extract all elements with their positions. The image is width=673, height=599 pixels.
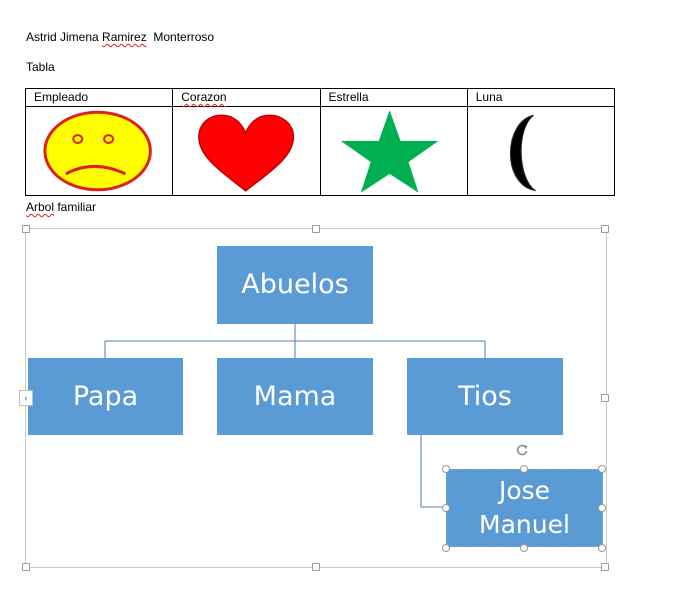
node-resize-handle-bl[interactable]	[442, 544, 450, 552]
node-resize-handle-mr[interactable]	[598, 504, 606, 512]
node-resize-handle-ml[interactable]	[442, 504, 450, 512]
node-jose-manuel[interactable]: Jose Manuel	[446, 469, 603, 547]
node-resize-handle-br[interactable]	[598, 544, 606, 552]
cell-moon[interactable]	[466, 106, 616, 196]
table-title: Tabla	[26, 60, 55, 74]
cell-sad-face[interactable]	[24, 106, 174, 196]
node-abuelos[interactable]: Abuelos	[217, 246, 373, 324]
shapes-table[interactable]: Empleado Corazon Estrella Luna	[24, 88, 616, 196]
canvas-resize-handle-mr[interactable]	[601, 394, 609, 402]
tree-caption: Arbol familiar	[26, 200, 97, 214]
node-resize-handle-tc[interactable]	[520, 465, 528, 473]
node-resize-handle-tl[interactable]	[442, 465, 450, 473]
star-icon[interactable]	[321, 107, 467, 195]
rotate-handle-icon[interactable]	[515, 443, 529, 457]
spellcheck-word-ramirez[interactable]: Ramirez	[102, 30, 147, 44]
crescent-moon-icon[interactable]	[468, 107, 614, 195]
canvas-resize-handle-tl[interactable]	[22, 225, 30, 233]
author-name: Astrid Jimena Ramirez Monterroso	[26, 30, 215, 44]
canvas-resize-handle-bl[interactable]	[22, 563, 30, 571]
node-papa[interactable]: Papa	[28, 358, 183, 435]
canvas-resize-handle-br[interactable]	[601, 563, 609, 571]
header-cell-estrella[interactable]: Estrella	[319, 88, 468, 107]
canvas-resize-handle-tr[interactable]	[601, 225, 609, 233]
node-tios[interactable]: Tios	[407, 358, 563, 435]
spellcheck-word-arbol[interactable]: Arbol	[26, 200, 55, 214]
cell-heart[interactable]	[172, 106, 321, 196]
heart-icon[interactable]	[173, 107, 319, 195]
canvas-resize-handle-bc[interactable]	[312, 563, 320, 571]
node-resize-handle-tr[interactable]	[598, 465, 606, 473]
chevron-left-icon: ‹	[24, 393, 28, 403]
sad-face-icon[interactable]	[26, 107, 172, 195]
header-cell-empleado[interactable]: Empleado	[24, 88, 174, 107]
canvas-resize-handle-tc[interactable]	[312, 225, 320, 233]
node-mama[interactable]: Mama	[217, 358, 373, 435]
text-pane-toggle[interactable]: ‹	[19, 390, 33, 406]
cell-star[interactable]	[319, 106, 468, 196]
node-resize-handle-bc[interactable]	[520, 544, 528, 552]
